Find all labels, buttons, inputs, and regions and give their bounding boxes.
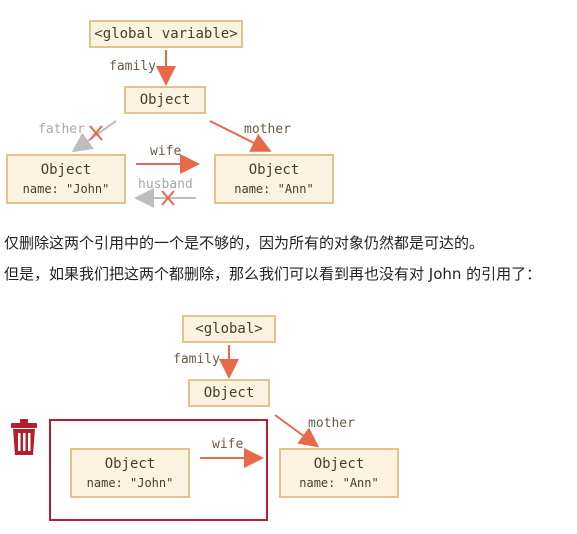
father-cross-icon: [89, 125, 103, 141]
root-object-text: Object: [139, 92, 191, 108]
john-object-name-2: name: "John": [86, 476, 174, 490]
john-object-title-2: Object: [104, 456, 156, 472]
unreachable-frame: [49, 419, 268, 521]
ann-object-name-2: name: "Ann": [299, 476, 379, 490]
mother-arrow-2: [274, 414, 320, 448]
husband-label: husband: [138, 177, 193, 192]
mother-label: mother: [244, 122, 291, 137]
diagram2-arrows: [49, 345, 320, 521]
ann-object-box: Object name: "Ann": [214, 154, 334, 204]
diagram-references: <global variable> family Object father m…: [0, 0, 577, 220]
john-object-box: Object name: "John": [6, 154, 126, 204]
ann-object-box-2: Object name: "Ann": [279, 448, 399, 498]
ann-object-title: Object: [248, 162, 300, 178]
global-text: <global>: [195, 321, 263, 337]
diagram-unreachable: <global> family Object mother wife Objec…: [0, 305, 577, 534]
trash-can-icon: [9, 419, 39, 455]
root-object-box: Object: [124, 86, 206, 114]
global-variable-box: <global variable>: [89, 20, 243, 48]
john-object-box-2: Object name: "John": [70, 448, 190, 498]
root-object-box-2: Object: [188, 379, 270, 407]
john-object-title: Object: [40, 162, 92, 178]
father-label: father: [38, 122, 85, 137]
family-label: family: [109, 59, 156, 74]
john-object-name: name: "John": [22, 182, 110, 196]
diagram1-arrows: [71, 50, 272, 208]
ann-object-name: name: "Ann": [234, 182, 314, 196]
wife-label: wife: [150, 144, 182, 159]
root-object-text-2: Object: [203, 385, 255, 401]
global-box: <global>: [182, 315, 276, 343]
paragraph-line-2: 但是，如果我们把这两个都删除，那么我们可以看到再也没有对 John 的引用了：: [4, 265, 542, 283]
husband-cross-icon: [161, 190, 175, 206]
family-label-2: family: [173, 352, 220, 367]
mother-label-2: mother: [308, 416, 355, 431]
wife-label-2: wife: [212, 437, 244, 452]
global-variable-text: <global variable>: [94, 26, 238, 42]
mother-arrow: [209, 120, 272, 152]
ann-object-title-2: Object: [313, 456, 365, 472]
paragraph-line-1: 仅删除这两个引用中的一个是不够的，因为所有的对象仍然都是可达的。: [4, 234, 485, 252]
father-arrow: [71, 120, 117, 153]
